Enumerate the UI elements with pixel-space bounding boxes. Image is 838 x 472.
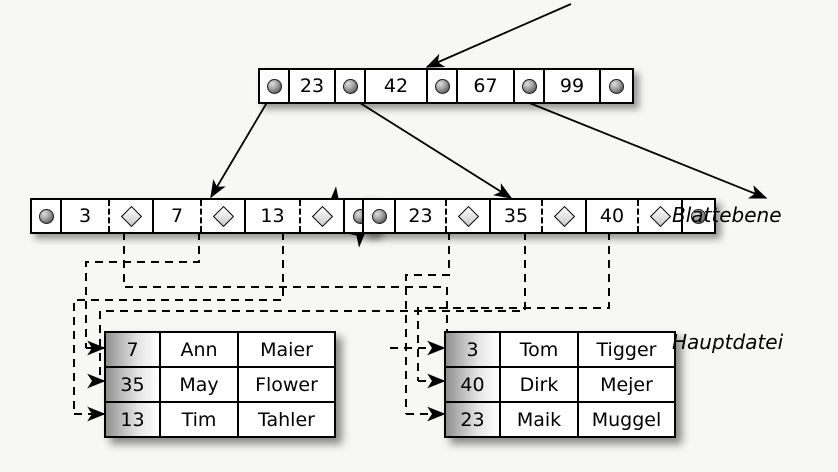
row-key: 7 xyxy=(106,333,161,366)
diamond-pointer-icon xyxy=(457,205,479,227)
leaf-left-prev-pointer[interactable] xyxy=(32,200,62,232)
row-first: Maik xyxy=(501,403,579,436)
sphere-pointer-icon xyxy=(521,78,537,94)
row-first: May xyxy=(161,368,239,401)
leaf-left-key-1: 7 xyxy=(154,200,202,232)
leaf-left-record-pointer-2[interactable] xyxy=(301,200,345,232)
diamond-pointer-icon xyxy=(553,205,575,227)
leaf-right-prev-pointer[interactable] xyxy=(364,200,396,232)
sphere-pointer-icon xyxy=(691,208,706,224)
label-blattebene: Blattebene xyxy=(672,203,782,227)
leaf-right-record-pointer-0[interactable] xyxy=(447,200,491,232)
dash-leaf-r-k23-to-row23 xyxy=(405,232,450,414)
row-first: Dirk xyxy=(501,368,579,401)
diamond-pointer-icon xyxy=(212,205,234,227)
diamond-pointer-icon xyxy=(311,205,333,227)
sphere-pointer-icon xyxy=(342,78,358,94)
row-last: Maier xyxy=(260,338,313,361)
root-pointer-2[interactable] xyxy=(428,70,458,102)
leaf-left-key-2: 13 xyxy=(246,200,301,232)
row-last: Mejer xyxy=(600,373,653,396)
table-row[interactable]: 35 May Flower xyxy=(106,366,334,401)
sphere-pointer-icon xyxy=(266,78,282,94)
sphere-pointer-icon xyxy=(434,78,450,94)
row-key: 13 xyxy=(106,403,161,436)
leaf-right-record-pointer-1[interactable] xyxy=(543,200,587,232)
row-first: Tim xyxy=(161,403,239,436)
leaf-left-record-pointer-0[interactable] xyxy=(110,200,154,232)
root-pointer-3[interactable] xyxy=(515,70,545,102)
leaf-right-next-pointer[interactable] xyxy=(683,200,714,232)
dash-leaf-l-k3-to-row3 xyxy=(123,232,448,348)
table-row[interactable]: 13 Tim Tahler xyxy=(106,401,334,436)
leaf-right-key-1: 35 xyxy=(491,200,543,232)
root-pointer-4[interactable] xyxy=(601,70,632,102)
dash-leaf-l-k13-to-row13 xyxy=(73,232,284,414)
row-key: 23 xyxy=(446,403,501,436)
edge-root-p4-to-right-subtree xyxy=(511,95,768,199)
leaf-left-key-0: 3 xyxy=(62,200,110,232)
wurzelknoten[interactable]: 23 42 67 99 xyxy=(258,68,634,104)
sphere-pointer-icon xyxy=(371,208,387,224)
edge-root-p1-to-left-leaf xyxy=(210,93,273,199)
leaf-right-key-0: 23 xyxy=(396,200,447,232)
row-key: 35 xyxy=(106,368,161,401)
sphere-pointer-icon xyxy=(609,78,624,94)
row-last: Flower xyxy=(255,373,318,396)
hauptdatei-block-links[interactable]: 7 Ann Maier 35 May Flower 13 Tim Tahler xyxy=(104,331,336,438)
row-last: Tahler xyxy=(258,408,315,431)
table-row[interactable]: 3 Tom Tigger xyxy=(446,333,674,366)
blattknoten-links[interactable]: 3 7 13 xyxy=(30,198,377,234)
table-row[interactable]: 23 Maik Muggel xyxy=(446,401,674,436)
table-row[interactable]: 7 Ann Maier xyxy=(106,333,334,366)
hauptdatei-block-rechts[interactable]: 3 Tom Tigger 40 Dirk Mejer 23 Maik Mugge… xyxy=(444,331,676,438)
row-key: 3 xyxy=(446,333,501,366)
row-first: Tom xyxy=(501,333,579,366)
leaf-right-record-pointer-2[interactable] xyxy=(639,200,683,232)
root-key-0: 23 xyxy=(290,70,336,102)
root-pointer-1[interactable] xyxy=(336,70,366,102)
edge-incoming-root xyxy=(425,3,572,68)
row-key: 40 xyxy=(446,368,501,401)
sphere-pointer-icon xyxy=(38,208,54,224)
row-first: Ann xyxy=(161,333,239,366)
root-key-2: 67 xyxy=(458,70,515,102)
edge-root-p2-to-right-leaf xyxy=(348,95,513,199)
leaf-right-key-2: 40 xyxy=(587,200,639,232)
table-row[interactable]: 40 Dirk Mejer xyxy=(446,366,674,401)
label-hauptdatei: Hauptdatei xyxy=(672,330,784,354)
root-key-3: 99 xyxy=(545,70,601,102)
root-key-1: 42 xyxy=(366,70,428,102)
dash-leaf-r-k40-to-row40 xyxy=(417,232,610,381)
row-last: Muggel xyxy=(591,408,662,431)
blattknoten-rechts[interactable]: 23 35 40 xyxy=(362,198,716,234)
root-pointer-0[interactable] xyxy=(260,70,290,102)
row-last: Tigger xyxy=(596,338,657,361)
diamond-pointer-icon xyxy=(120,205,142,227)
diamond-pointer-icon xyxy=(649,205,671,227)
leaf-left-record-pointer-1[interactable] xyxy=(202,200,246,232)
dash-leaf-l-k7-to-row7 xyxy=(85,232,200,348)
